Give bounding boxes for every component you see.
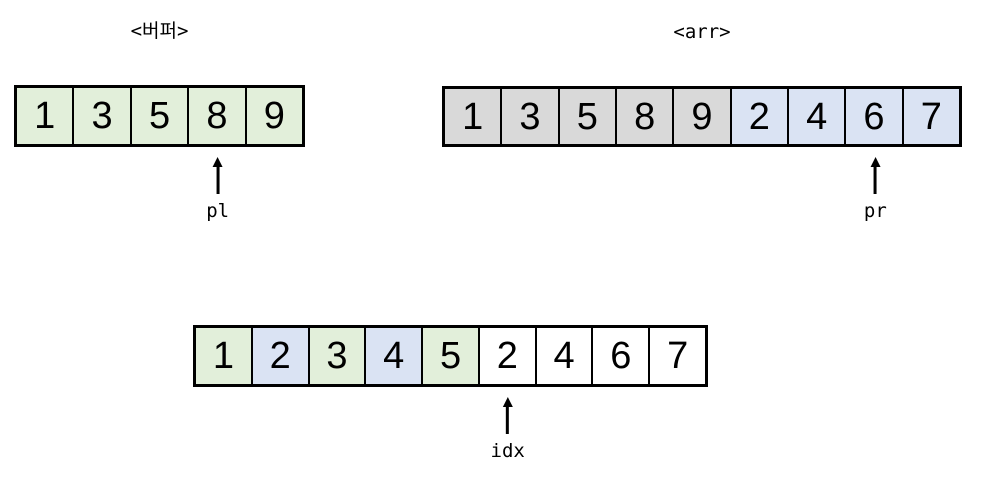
array-cell: 8 [614, 89, 673, 144]
arrow-line [873, 167, 877, 194]
array-cell: 4 [364, 328, 422, 384]
array-cell: 1 [445, 89, 501, 144]
array-cell: 7 [648, 328, 706, 384]
array-cell: 5 [129, 88, 188, 144]
arrow-line [216, 167, 220, 194]
array-cell: 6 [591, 328, 649, 384]
array-cell: 5 [557, 89, 615, 144]
array-cell: 2 [477, 328, 535, 384]
array-cell: 4 [786, 89, 845, 144]
array-cell: 3 [307, 328, 365, 384]
array-cell: 1 [17, 88, 73, 144]
buffer-array-title: <버퍼> [130, 20, 189, 42]
pl-pointer-label: pl [206, 200, 230, 222]
array-cell: 4 [534, 328, 592, 384]
array-cell: 5 [421, 328, 478, 384]
arr-array-title: <arr> [673, 21, 731, 43]
array-cell: 1 [196, 328, 251, 384]
idx-pointer-label: idx [490, 440, 525, 462]
array-cell: 9 [244, 88, 303, 144]
arrow-up-icon [502, 397, 513, 407]
arrow-up-icon [212, 157, 223, 167]
array-cell: 7 [901, 89, 959, 144]
array-cell: 9 [672, 89, 730, 144]
array-cell: 3 [72, 88, 130, 144]
array-cell: 3 [500, 89, 558, 144]
array-cell: 2 [729, 89, 787, 144]
arrow-up-icon [870, 157, 881, 167]
pr-pointer: pr [864, 157, 887, 221]
array-cell: 2 [250, 328, 308, 384]
array-cell: 8 [187, 88, 245, 144]
idx-pointer: idx [491, 397, 525, 461]
pr-pointer-label: pr [863, 200, 887, 222]
array-cell: 6 [844, 89, 902, 144]
pl-pointer: pl [206, 157, 229, 221]
arrow-line [506, 407, 510, 434]
